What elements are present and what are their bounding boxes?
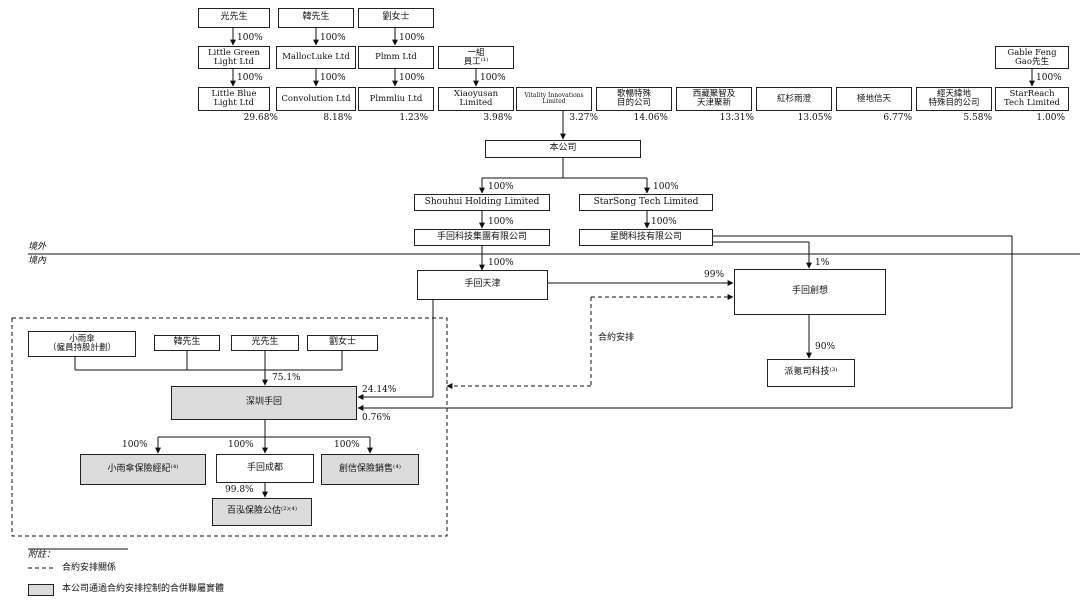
vie-holder-guang: 光先生: [231, 335, 299, 351]
legend-grey-text: 本公司通過合約安排控制的合併聯屬實體: [62, 584, 225, 594]
shareholding-convolution: 8.18%: [323, 113, 352, 123]
pct-shenzhen-broker: 100%: [122, 440, 148, 450]
shouhui-holding-limited: Shouhui Holding Limited: [414, 194, 550, 211]
pct-xingmin-shenzhen: 0.76%: [362, 413, 391, 423]
pct-plmm-plmmliu: 100%: [399, 73, 425, 83]
shareholding-hongshan: 13.05%: [797, 113, 832, 123]
jingtian-weidi-spv: 經天緯地 特殊目的公司: [916, 87, 992, 111]
pct-company-starsong: 100%: [653, 182, 679, 192]
pct-holding-group: 100%: [488, 217, 514, 227]
shareholding-xizang: 13.31%: [719, 113, 754, 123]
pct-shenzhen-chengdu: 100%: [228, 440, 254, 450]
pct-staff-xiaoyusan: 100%: [480, 73, 506, 83]
shouhui-chengdu: 手回成都: [216, 454, 314, 483]
pct-xingmin-chuangxiang: 1%: [815, 258, 830, 268]
convolution-ltd: Convolution Ltd: [276, 87, 356, 111]
pct-tianjin-chuangxiang: 99%: [704, 270, 725, 280]
shareholding-plmmliu: 1.23%: [399, 113, 428, 123]
pct-holders-shenzhen: 75.1%: [272, 373, 301, 383]
shareholding-jidi: 6.77%: [883, 113, 912, 123]
pct-chengdu-baihong: 99.8%: [225, 485, 254, 495]
paidan-tech: 派氪司科技⁽³⁾: [767, 359, 855, 387]
holder-mr-han: 韓先生: [278, 8, 354, 28]
offshore-label: 境外: [28, 242, 47, 252]
pct-chuangxiang-paidan: 90%: [815, 342, 836, 352]
starsong-tech-limited: StarSong Tech Limited: [579, 194, 713, 211]
malloc-luke-ltd: MallocLuke Ltd: [276, 46, 356, 69]
pct-green-blue: 100%: [237, 73, 263, 83]
legend-dashed-text: 合約安排關係: [62, 563, 117, 573]
shareholding-jingtian: 5.58%: [963, 113, 992, 123]
xiaoyusan-insurance-broker: 小雨傘保險經紀⁽⁴⁾: [80, 454, 206, 485]
holder-employee-group: 一組 員工⁽¹⁾: [438, 46, 514, 69]
gechang-spv: 歌暢特殊 目的公司: [596, 87, 672, 111]
pct-guang-green: 100%: [237, 33, 263, 43]
plmmliu-ltd: Plmmliu Ltd: [358, 87, 434, 111]
hongshan-yucheng: 紅杉雨澄: [756, 87, 832, 111]
shenzhen-shouhui: 深圳手回: [171, 386, 357, 420]
shareholding-gechang: 14.06%: [633, 113, 668, 123]
shareholding-xiaoyusan: 3.98%: [483, 113, 512, 123]
pct-shenzhen-chuangxin: 100%: [334, 440, 360, 450]
xiaoyusan-esop: 小雨傘 （僱員持股計劃）: [28, 331, 136, 357]
contractual-arrangement-label: 合約安排: [598, 333, 635, 343]
holder-mr-guang: 光先生: [198, 8, 270, 28]
starreach-tech-limited: StarReach Tech Limited: [995, 87, 1069, 111]
pct-gable-starreach: 100%: [1036, 73, 1062, 83]
pct-liu-plmm: 100%: [399, 33, 425, 43]
shouhui-tech-group: 手回科技集團有限公司: [414, 229, 550, 246]
company-box: 本公司: [485, 140, 641, 158]
vitality-innovations-limited: Vitality Innovations Limited: [516, 87, 592, 111]
pct-group-tianjin: 100%: [488, 258, 514, 268]
vie-holder-liu: 劉女士: [307, 335, 378, 351]
baihong-insurance-assessment: 百泓保險公估⁽²⁾⁽⁴⁾: [212, 498, 312, 526]
xiaoyusan-limited: Xiaoyusan Limited: [438, 87, 514, 111]
holder-ms-liu: 劉女士: [358, 8, 434, 28]
little-green-light-ltd: Little Green Light Ltd: [198, 46, 270, 69]
shareholding-vitality: 3.27%: [569, 113, 598, 123]
shouhui-tianjin: 手回天津: [417, 270, 548, 300]
pct-company-shouhui-holding: 100%: [488, 182, 514, 192]
holder-gable-feng-gao: Gable Feng Gao先生: [995, 46, 1069, 69]
legend-title: 附註：: [28, 550, 56, 560]
shouhui-chuangxiang: 手回創想: [734, 269, 886, 315]
shareholding-little-blue: 29.68%: [243, 113, 278, 123]
xingmin-tech: 星閔科技有限公司: [579, 229, 713, 246]
pct-han-malloc: 100%: [320, 33, 346, 43]
shareholding-starreach: 1.00%: [1036, 113, 1065, 123]
pct-tianjin-shenzhen: 24.14%: [362, 385, 397, 395]
vie-holder-han: 韓先生: [154, 335, 220, 351]
chuangxin-insurance-sales: 創信保險銷售⁽⁴⁾: [321, 454, 419, 485]
pct-malloc-convolution: 100%: [320, 73, 346, 83]
legend-grey-swatch: [28, 584, 54, 596]
plmm-ltd: Plmm Ltd: [358, 46, 434, 69]
onshore-label: 境內: [28, 256, 47, 266]
xizang-juzhi-tianjin-juxin: 西藏聚智及 天津聚新: [676, 87, 752, 111]
little-blue-light-ltd: Little Blue Light Ltd: [198, 87, 270, 111]
jidi-xintian: 極地信天: [836, 87, 912, 111]
pct-starsong-xingmin: 100%: [651, 217, 677, 227]
